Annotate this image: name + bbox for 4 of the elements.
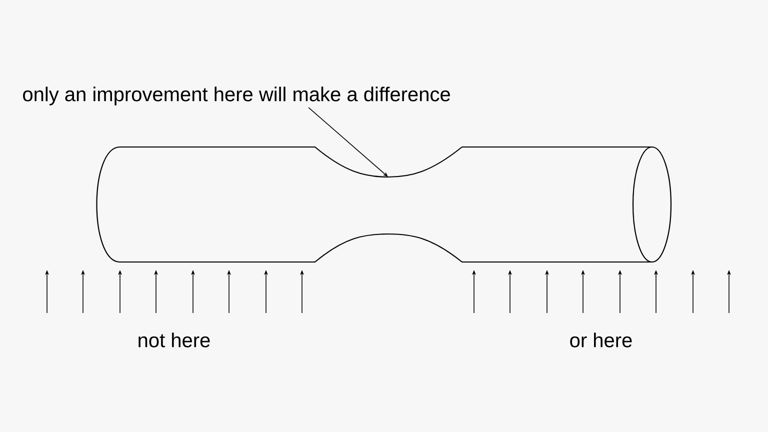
area-label: or here <box>570 332 632 348</box>
callout-text: only an improvement here will make a difference <box>23 86 450 106</box>
pipe-drawing <box>96 146 672 263</box>
area-label: not here <box>138 332 210 348</box>
